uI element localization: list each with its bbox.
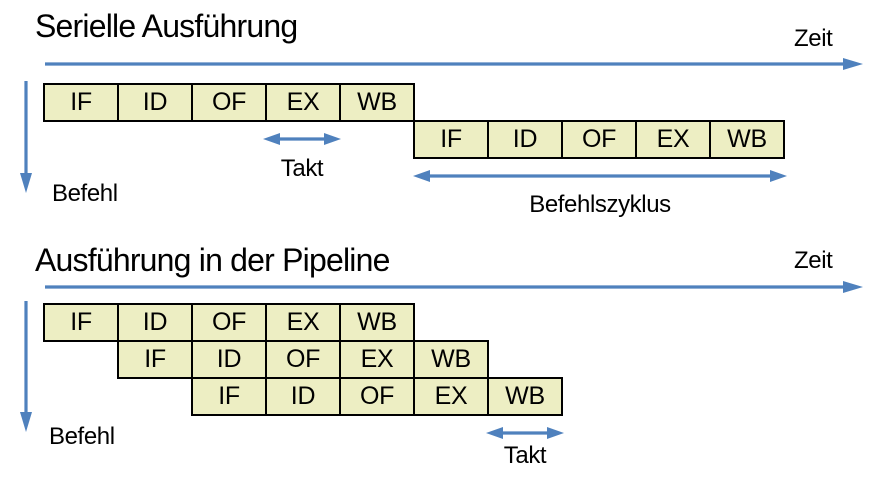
pipeline-instruction-3-row: IF ID OF EX WB — [191, 377, 563, 416]
stage-cell-of: OF — [339, 377, 415, 416]
instruction-cycle-span-arrow — [413, 170, 787, 182]
stage-cell-of: OF — [191, 83, 267, 122]
serial-clock-label: Takt — [280, 155, 324, 182]
stage-cell-ex: EX — [339, 340, 415, 379]
stage-cell-if: IF — [413, 120, 489, 159]
serial-clock-span-arrow — [263, 133, 341, 145]
stage-cell-id: ID — [265, 377, 341, 416]
stage-cell-if: IF — [43, 303, 119, 342]
stage-cell-id: ID — [117, 303, 193, 342]
stage-cell-ex: EX — [265, 303, 341, 342]
pipeline-time-axis-arrow — [45, 281, 863, 293]
stage-cell-id: ID — [117, 83, 193, 122]
instruction-cycle-label: Befehlszyklus — [529, 191, 671, 218]
pipeline-instruction-2-row: IF ID OF EX WB — [117, 340, 489, 379]
serial-instruction-axis-arrow — [20, 81, 32, 193]
stage-cell-of: OF — [265, 340, 341, 379]
serial-time-axis-arrow — [45, 58, 863, 70]
stage-cell-ex: EX — [635, 120, 711, 159]
pipeline-section-title: Ausführung in der Pipeline — [35, 242, 390, 278]
stage-cell-if: IF — [117, 340, 193, 379]
pipeline-instruction-axis-arrow — [20, 301, 32, 432]
stage-cell-if: IF — [43, 83, 119, 122]
pipeline-time-axis-label: Zeit — [794, 247, 833, 274]
stage-cell-ex: EX — [413, 377, 489, 416]
stage-cell-if: IF — [191, 377, 267, 416]
pipeline-instruction-1-row: IF ID OF EX WB — [43, 303, 415, 342]
pipeline-instruction-axis-label: Befehl — [49, 423, 115, 450]
serial-section-title: Serielle Ausführung — [35, 8, 298, 44]
stage-cell-ex: EX — [265, 83, 341, 122]
stage-cell-id: ID — [191, 340, 267, 379]
stage-cell-wb: WB — [339, 83, 415, 122]
serial-instruction-axis-label: Befehl — [52, 180, 118, 207]
pipeline-clock-label: Takt — [503, 442, 547, 469]
stage-cell-of: OF — [191, 303, 267, 342]
serial-instruction-1-row: IF ID OF EX WB — [43, 83, 415, 122]
serial-time-axis-label: Zeit — [794, 25, 833, 52]
pipeline-clock-span-arrow — [486, 427, 564, 439]
stage-cell-wb: WB — [339, 303, 415, 342]
serial-instruction-2-row: IF ID OF EX WB — [413, 120, 785, 159]
stage-cell-wb: WB — [709, 120, 785, 159]
stage-cell-of: OF — [561, 120, 637, 159]
stage-cell-id: ID — [487, 120, 563, 159]
stage-cell-wb: WB — [487, 377, 563, 416]
stage-cell-wb: WB — [413, 340, 489, 379]
